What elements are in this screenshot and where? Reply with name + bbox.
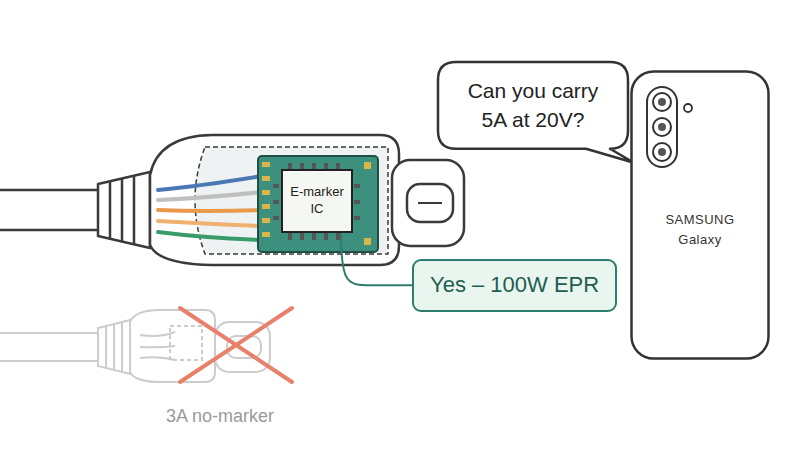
cable-label: 3A no-marker (166, 406, 274, 427)
node-text: E-marker IC (285, 184, 349, 218)
faded-cable (0, 310, 270, 382)
cross-mark (180, 308, 292, 382)
speech-bubble: Can you carry 5A at 20V? (438, 62, 628, 149)
node-text: Can you carry 5A at 20V? (456, 76, 610, 135)
bubble-outline (438, 62, 628, 149)
leader-line (341, 233, 412, 285)
phone: SAMSUNG Galaxy (630, 70, 770, 360)
answer-box: Yes – 100W EPR (412, 259, 617, 312)
chip-box: E-marker IC (281, 169, 353, 233)
node-text: SAMSUNG Galaxy (650, 210, 750, 250)
node-text: Yes – 100W EPR (430, 271, 599, 300)
